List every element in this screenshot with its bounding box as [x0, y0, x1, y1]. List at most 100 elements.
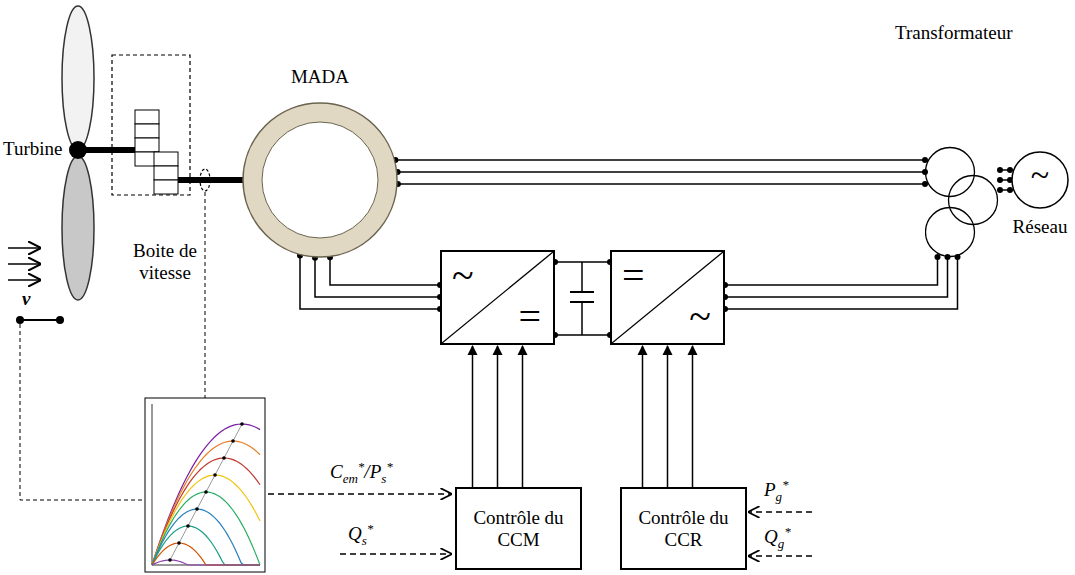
terminal-dot	[935, 254, 941, 260]
anemometer	[20, 319, 60, 321]
speed-sensor	[200, 169, 210, 191]
power-wire	[552, 259, 613, 338]
power-wire	[722, 254, 961, 312]
terminal-dot	[1007, 177, 1013, 183]
gear	[154, 180, 178, 194]
grid-label: Réseau	[1002, 216, 1075, 238]
grid-symbol	[1010, 150, 1070, 210]
terminal-dot	[437, 306, 443, 312]
mppt-point	[222, 456, 226, 460]
power-curve	[152, 509, 260, 565]
wind-arrows	[8, 248, 40, 280]
wire	[472, 346, 474, 487]
control-box: Contrôle du CCR	[620, 487, 747, 570]
power-curve	[152, 543, 260, 565]
wire	[398, 171, 925, 173]
power-wire	[297, 252, 443, 312]
terminal-dot	[722, 306, 728, 312]
terminal-dot	[722, 294, 728, 300]
power-wire	[997, 167, 1013, 193]
power-curve	[152, 441, 260, 565]
transformer: Transformateur	[895, 18, 1025, 263]
gears	[135, 110, 178, 194]
wire	[330, 257, 440, 285]
machine-symbol	[240, 100, 400, 260]
wire	[725, 257, 958, 309]
terminal-dot	[922, 181, 928, 187]
wire	[300, 255, 440, 309]
terminal-dot	[607, 332, 613, 338]
mppt-point	[204, 490, 208, 494]
terminal-dot	[997, 187, 1003, 193]
terminal-dot	[395, 169, 401, 175]
terminal-dot	[437, 282, 443, 288]
turbine-label: Turbine	[3, 138, 62, 160]
mppt-point	[186, 524, 190, 528]
terminal-dot	[327, 254, 333, 260]
terminal-dot	[312, 255, 318, 261]
measure-line	[205, 192, 206, 398]
power-curve	[152, 492, 260, 565]
setpoint-arrows	[268, 494, 812, 556]
gearbox-outline	[112, 55, 190, 195]
converter-symbol: =	[622, 256, 645, 296]
transformer-label: Transformateur	[895, 22, 1013, 44]
gear	[154, 166, 178, 180]
gear	[135, 110, 159, 124]
gear	[135, 124, 159, 138]
terminal-dot	[395, 181, 401, 187]
shaft	[178, 177, 320, 183]
terminal-dot	[997, 177, 1003, 183]
rotor-converter: ~=	[440, 250, 555, 345]
converter-symbol: ~	[452, 256, 474, 296]
dc-capacitor	[570, 262, 594, 335]
blade	[62, 156, 94, 300]
signal-name: Pg*	[764, 478, 789, 505]
anemometer	[56, 316, 64, 324]
converter-diagonal	[612, 252, 723, 343]
wire	[315, 258, 440, 297]
ac-symbol: ~	[1010, 158, 1070, 192]
wire	[398, 183, 925, 185]
wire	[725, 257, 948, 297]
mppt-chart	[145, 398, 265, 572]
grid-converter: =~	[610, 250, 725, 345]
hub	[69, 141, 87, 159]
terminal-dot	[922, 169, 928, 175]
terminal-dot	[922, 157, 928, 163]
anemometer	[16, 316, 24, 324]
wire	[725, 257, 938, 285]
signal-name: Qg*	[764, 525, 791, 552]
mppt-locus	[170, 424, 242, 560]
signal-name: Qs*	[348, 522, 373, 549]
gear	[154, 152, 178, 166]
converter-diagonal	[442, 252, 553, 343]
power-wire	[392, 157, 928, 187]
mppt-point	[195, 507, 199, 511]
control-label: Contrôle du CCM	[465, 507, 572, 551]
control-label: Contrôle du CCR	[630, 507, 737, 551]
wind-speed-label: v	[22, 288, 30, 310]
converter-symbol: =	[518, 297, 541, 337]
mppt-point	[168, 558, 172, 562]
chart-axes	[152, 404, 260, 565]
wire	[395, 159, 925, 161]
terminal-dot	[552, 259, 558, 265]
mppt-point	[213, 473, 217, 477]
wire	[555, 334, 610, 336]
control-signal	[643, 346, 693, 487]
terminal-dot	[955, 254, 961, 260]
power-curve	[152, 560, 260, 565]
blade	[62, 6, 94, 150]
wire	[642, 346, 644, 487]
mppt-point	[177, 541, 181, 545]
control-signal	[473, 346, 523, 487]
machine-label: MADA	[240, 66, 400, 88]
control-box: Contrôle du CCM	[455, 487, 582, 570]
converter-symbol: ~	[689, 297, 711, 337]
signal-name: Cem*/Ps*	[330, 460, 393, 487]
